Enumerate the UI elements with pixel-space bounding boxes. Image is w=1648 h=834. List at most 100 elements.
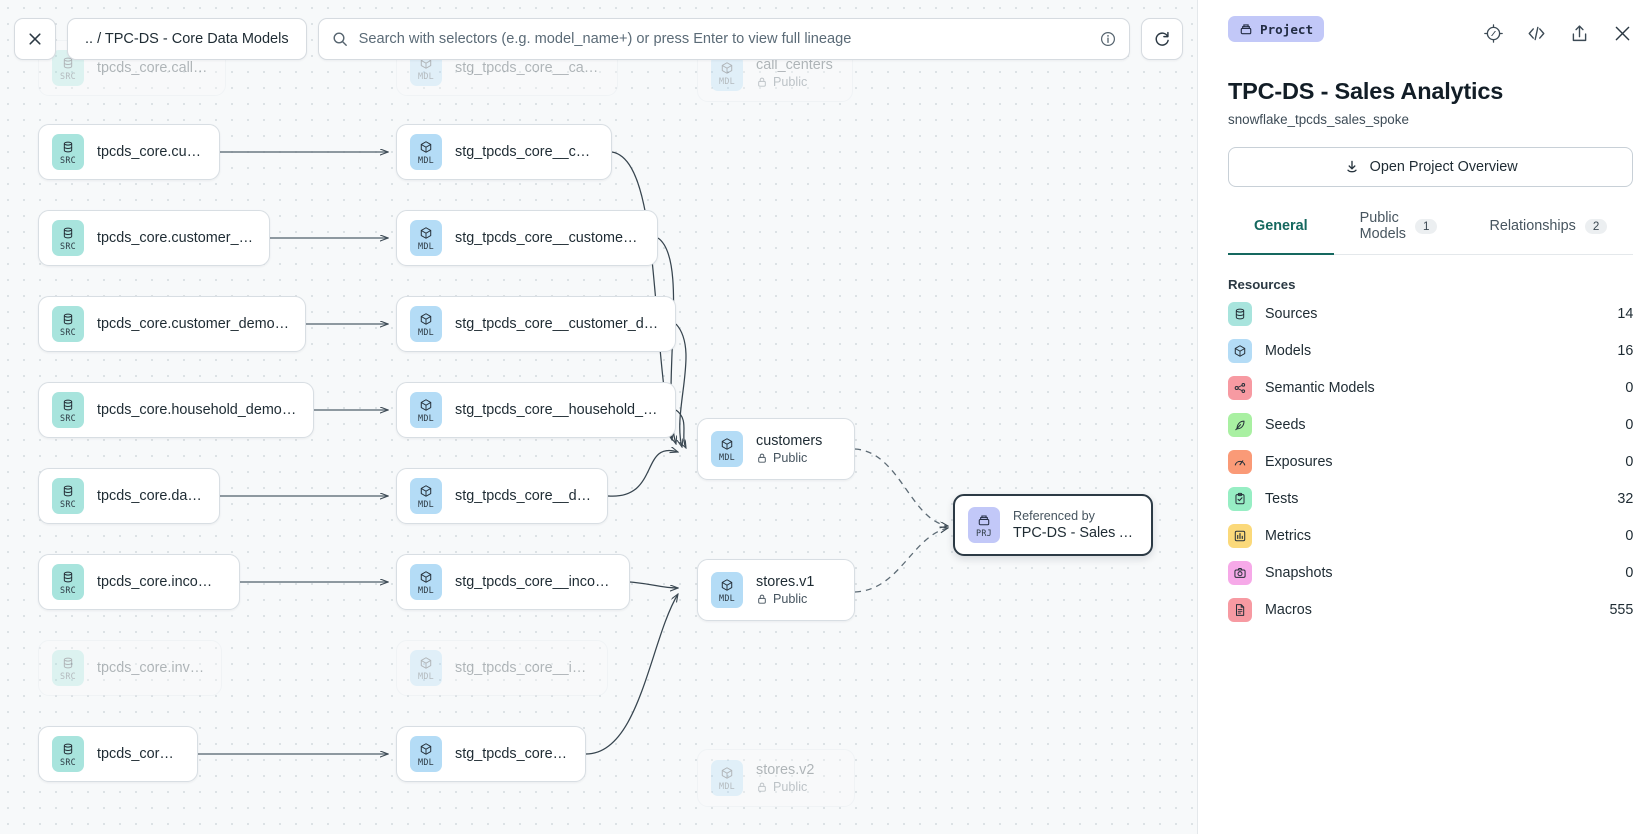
node-type-badge: MDL xyxy=(410,306,442,342)
access-label: Public xyxy=(773,592,808,606)
resource-count: 555 xyxy=(1609,601,1634,618)
node-type-label: SRC xyxy=(59,240,77,251)
info-circle-icon[interactable] xyxy=(1100,31,1116,47)
compass-icon[interactable] xyxy=(1483,23,1504,44)
node-type-badge: MDL xyxy=(410,736,442,772)
code-brackets-icon[interactable] xyxy=(1526,23,1547,44)
node-type-label: MDL xyxy=(417,70,435,81)
lock-icon xyxy=(758,453,766,463)
breadcrumb[interactable]: .. / TPC-DS - Core Data Models xyxy=(67,18,307,60)
close-panel-icon[interactable] xyxy=(1612,23,1633,44)
resource-count: 0 xyxy=(1625,416,1634,433)
nodes-icon xyxy=(1228,375,1252,400)
gauge-icon xyxy=(1234,459,1246,465)
node-type-badge: MDL xyxy=(410,392,442,428)
node-type-badge: SRC xyxy=(52,478,84,514)
search-placeholder-text[interactable]: Search with selectors (e.g. model_name+)… xyxy=(358,31,852,47)
lineage-node[interactable]: MDLstg_tpcds_core__customer_demogra… xyxy=(396,296,676,352)
lineage-node-label: stg_tpcds_core__inventory xyxy=(455,660,591,676)
kind-badge-label: Project xyxy=(1260,21,1314,37)
lineage-node-access: Public xyxy=(756,592,814,606)
node-type-badge: PRJ xyxy=(968,507,1000,543)
node-type-label: SRC xyxy=(59,154,77,165)
node-type-label: MDL xyxy=(417,240,435,251)
lineage-canvas[interactable]: .. / TPC-DS - Core Data Models Search wi… xyxy=(0,0,1197,834)
access-label: Public xyxy=(773,451,808,465)
lineage-node-label: tpcds_core.date_dim xyxy=(97,488,203,504)
open-project-overview-button[interactable]: Open Project Overview xyxy=(1228,147,1634,187)
database-icon xyxy=(1228,301,1252,326)
share-icon[interactable] xyxy=(1569,23,1590,44)
lineage-node[interactable]: MDL stg_tpcds_core__customer_address xyxy=(396,210,658,266)
node-type-badge: MDL xyxy=(410,220,442,256)
node-type-label: MDL xyxy=(417,154,435,165)
resource-name: Models xyxy=(1265,342,1312,359)
cube-icon xyxy=(721,766,733,779)
lineage-toolbar: .. / TPC-DS - Core Data Models Search wi… xyxy=(0,0,1197,78)
lineage-node-label: tpcds_core.customer xyxy=(97,144,203,160)
refresh-button[interactable] xyxy=(1141,18,1183,60)
lineage-node-label: stg_tpcds_core__customer_address xyxy=(455,230,641,246)
resource-kind-badge[interactable]: Project xyxy=(1228,16,1325,42)
node-type-label: MDL xyxy=(417,584,435,595)
lineage-node[interactable]: SRC tpcds_core.customer xyxy=(38,124,220,180)
download-arrow-icon xyxy=(1346,160,1357,173)
lineage-node[interactable]: SRC tpcds_core.date_dim xyxy=(38,468,220,524)
refresh-icon xyxy=(1155,31,1169,46)
cube-icon xyxy=(721,437,733,450)
lineage-node-access: Public xyxy=(756,780,814,794)
nodes-icon xyxy=(1234,382,1246,393)
node-type-badge: SRC xyxy=(52,650,84,686)
node-type-badge: MDL xyxy=(711,55,743,91)
lineage-node[interactable]: MDLstg_tpcds_core__household_demogr… xyxy=(396,382,676,438)
resource-row-seeds[interactable]: Seeds 0 xyxy=(1228,409,1633,440)
document-icon xyxy=(1228,597,1252,622)
tab-count: 1 xyxy=(1414,218,1438,234)
database-icon xyxy=(1235,308,1245,319)
resource-name: Tests xyxy=(1265,490,1299,507)
resource-count: 0 xyxy=(1625,453,1634,470)
tab-general[interactable]: General xyxy=(1228,210,1334,255)
panel-actions xyxy=(1228,18,1633,48)
project-icon xyxy=(1240,24,1252,35)
lineage-node-access: Public xyxy=(756,451,822,465)
resource-name: Metrics xyxy=(1265,527,1312,544)
close-lineage-button[interactable] xyxy=(14,18,56,60)
bar-chart-icon xyxy=(1234,530,1246,541)
resource-name: Seeds xyxy=(1265,416,1306,433)
node-type-label: PRJ xyxy=(975,527,993,538)
node-type-label: MDL xyxy=(417,326,435,337)
lineage-edges xyxy=(198,0,1197,834)
clipboard-check-icon xyxy=(1235,492,1245,504)
search-input[interactable]: Search with selectors (e.g. model_name+)… xyxy=(317,18,1130,60)
cube-icon xyxy=(420,484,432,497)
